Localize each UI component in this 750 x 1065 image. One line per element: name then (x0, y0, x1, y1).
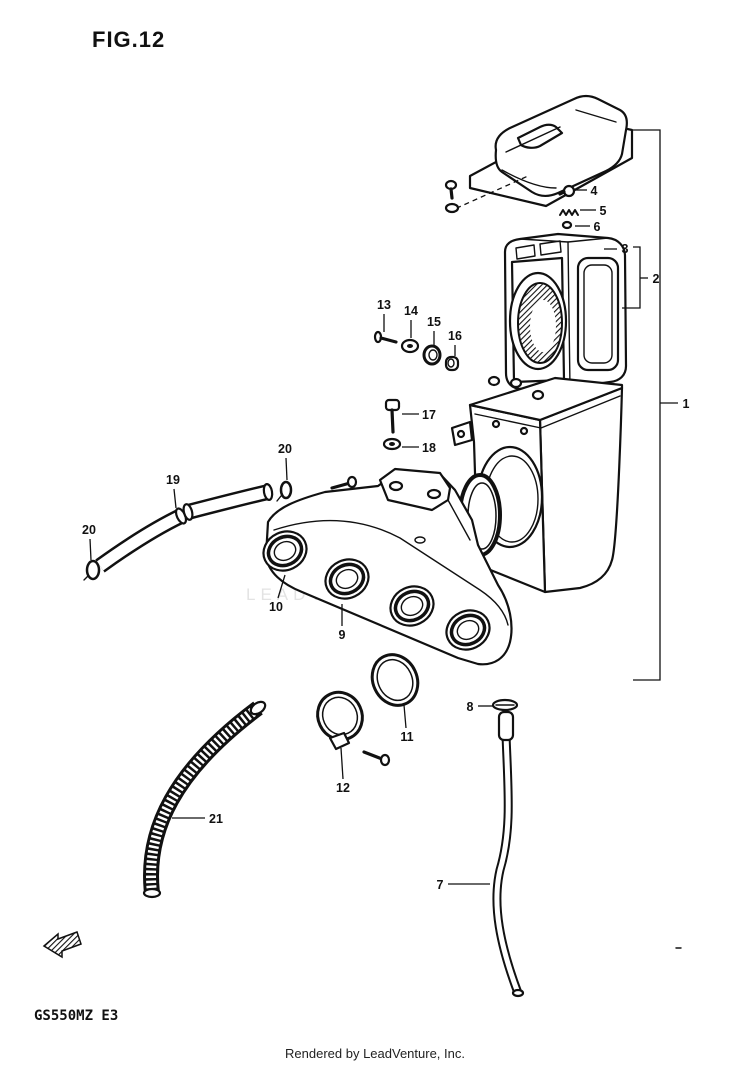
nut-part-18 (382, 437, 402, 451)
callout-label-20-lower: 20 (82, 523, 96, 537)
spring-part-5 (559, 209, 579, 216)
front-arrow-icon (42, 931, 82, 959)
hose-part-19 (95, 482, 274, 573)
filter-element-part (503, 232, 628, 392)
clamp-part-12 (316, 690, 391, 767)
mount-bracket (450, 420, 474, 447)
callout-label-6: 6 (594, 220, 601, 234)
render-credit: Rendered by LeadVenture, Inc. (285, 1046, 465, 1061)
grommet-part-15 (422, 344, 442, 366)
callout-label-13: 13 (377, 298, 391, 312)
screw-part-13 (373, 330, 398, 344)
washer-part-14 (400, 338, 420, 354)
hose-part-21 (142, 700, 267, 899)
callout-label-10: 10 (269, 600, 283, 614)
callout-label-19: 19 (166, 473, 180, 487)
hose-part-7 (492, 710, 525, 998)
callout-label-2: 2 (653, 272, 660, 286)
callout-label-18: 18 (422, 441, 436, 455)
manifold-part (262, 467, 513, 666)
alignment-line (447, 175, 529, 213)
callout-label-7: 7 (437, 878, 444, 892)
callout-label-17: 17 (422, 408, 436, 422)
callout-label-5: 5 (600, 204, 607, 218)
callout-label-20-upper: 20 (278, 442, 292, 456)
clip-part-20-lower (83, 559, 101, 581)
grommet-part-6 (561, 220, 573, 230)
callout-label-21: 21 (209, 812, 223, 826)
clamp-part-11 (370, 653, 420, 707)
leader-lines (89, 129, 678, 885)
callout-label-8: 8 (467, 700, 474, 714)
clip-part-8 (491, 698, 519, 712)
callout-label-4: 4 (591, 184, 598, 198)
callout-label-9: 9 (339, 628, 346, 642)
cover-part (468, 94, 634, 208)
callout-label-3: 3 (622, 242, 629, 256)
callout-label-1: 1 (683, 397, 690, 411)
callout-label-11: 11 (400, 730, 413, 744)
callout-label-15: 15 (427, 315, 441, 329)
callout-label-14: 14 (404, 304, 418, 318)
clip-part-20-upper (276, 480, 293, 502)
manifold-bolt (330, 475, 358, 490)
bolt-part-17 (384, 398, 401, 434)
model-code: GS550MZ E3 (34, 1008, 118, 1024)
callout-label-12: 12 (336, 781, 350, 795)
callout-label-16: 16 (448, 329, 462, 343)
screw-part-4 (558, 184, 576, 198)
lid-screw (444, 179, 460, 214)
collar-part-16 (444, 355, 460, 372)
callout-labels: 1 2 3 4 5 6 7 8 9 10 11 12 13 14 15 16 1… (82, 184, 689, 892)
figure-title: FIG.12 (92, 27, 165, 52)
